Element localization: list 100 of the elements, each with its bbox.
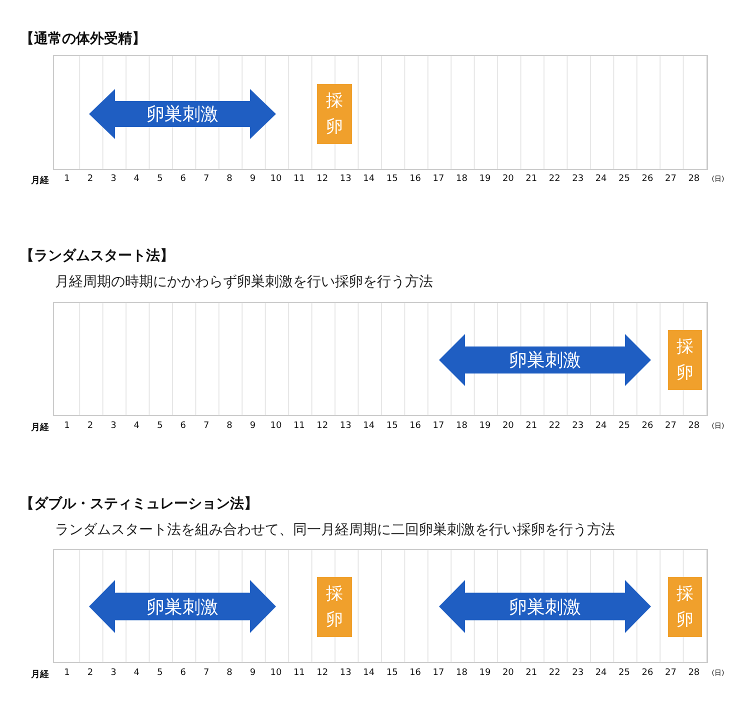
day-label: 8 <box>226 421 232 431</box>
day-label: 17 <box>432 174 444 184</box>
retrieval-box: 採卵 <box>317 84 352 144</box>
day-label: 6 <box>180 668 186 678</box>
day-label: 21 <box>526 668 538 678</box>
double-arrow: 卵巣刺激 <box>89 580 276 633</box>
day-label: 22 <box>548 668 560 678</box>
day-label: 25 <box>618 174 630 184</box>
section-heading: 【ランダムスタート法】 <box>20 247 174 265</box>
day-label: 23 <box>572 421 584 431</box>
day-label: 14 <box>363 421 375 431</box>
day-label: 10 <box>270 421 282 431</box>
day-label: 16 <box>410 668 422 678</box>
day-label: 15 <box>386 421 398 431</box>
day-label: 5 <box>157 421 163 431</box>
day-label: 19 <box>479 174 491 184</box>
axis-title: 月経 <box>31 422 49 434</box>
day-label: 2 <box>87 668 94 678</box>
double-arrow: 卵巣刺激 <box>439 334 651 386</box>
day-label: 17 <box>432 421 444 431</box>
day-label: 7 <box>203 421 210 431</box>
section-heading: 【ダブル・スティミュレーション法】 <box>20 495 258 513</box>
day-label: 20 <box>502 421 514 431</box>
day-label: 7 <box>203 668 210 678</box>
day-label: 18 <box>456 668 468 678</box>
day-label: 28 <box>688 421 700 431</box>
day-label: 3 <box>110 668 116 678</box>
day-label: 26 <box>642 668 654 678</box>
day-label: 5 <box>157 668 163 678</box>
day-label: 12 <box>316 174 328 184</box>
day-label: 13 <box>340 668 352 678</box>
day-label: 20 <box>502 668 514 678</box>
retrieval-box: 採卵 <box>668 330 702 390</box>
day-label: 1 <box>64 668 70 678</box>
day-label: 13 <box>340 421 352 431</box>
day-label: 12 <box>316 668 328 678</box>
day-label: 24 <box>595 174 607 184</box>
day-label: 9 <box>250 668 256 678</box>
day-label: 1 <box>64 174 70 184</box>
day-label: 12 <box>316 421 328 431</box>
day-label: 4 <box>134 174 140 184</box>
day-label: 23 <box>572 174 584 184</box>
day-label: 24 <box>595 421 607 431</box>
retrieval-box: 採卵 <box>668 577 702 637</box>
day-label: 5 <box>157 174 163 184</box>
double-arrow: 卵巣刺激 <box>89 89 276 139</box>
day-label: 6 <box>180 174 186 184</box>
day-label: 8 <box>226 668 232 678</box>
day-label: 17 <box>432 668 444 678</box>
day-label: 4 <box>134 668 140 678</box>
day-label: 14 <box>363 174 375 184</box>
day-label: 26 <box>642 174 654 184</box>
day-label: 21 <box>526 421 538 431</box>
day-label: 25 <box>618 421 630 431</box>
day-label: 13 <box>340 174 352 184</box>
day-label: 15 <box>386 174 398 184</box>
day-label: 20 <box>502 174 514 184</box>
description-text: 月経周期の時期にかかわらず卵巣刺激を行い採卵を行う方法 <box>55 273 433 291</box>
day-label: 9 <box>250 174 256 184</box>
section-heading: 【通常の体外受精】 <box>20 30 146 48</box>
day-label: 22 <box>548 421 560 431</box>
day-label: 16 <box>410 174 422 184</box>
day-label: 22 <box>548 174 560 184</box>
day-label: 26 <box>642 421 654 431</box>
day-label: 9 <box>250 421 256 431</box>
day-label: 4 <box>134 421 140 431</box>
day-label: 6 <box>180 421 186 431</box>
double-arrow: 卵巣刺激 <box>439 580 651 633</box>
day-label: 2 <box>87 421 94 431</box>
day-label: 1 <box>64 421 70 431</box>
day-label: 21 <box>526 174 538 184</box>
day-label: 11 <box>293 421 305 431</box>
day-label: 27 <box>665 421 676 431</box>
day-label: 11 <box>293 668 305 678</box>
description-text: ランダムスタート法を組み合わせて、同一月経周期に二回卵巣刺激を行い採卵を行う方法 <box>55 521 615 539</box>
day-label: 19 <box>479 421 491 431</box>
day-label: 3 <box>110 421 116 431</box>
day-label: 28 <box>688 174 700 184</box>
day-label: 14 <box>363 668 375 678</box>
day-label: 10 <box>270 668 282 678</box>
day-label: 2 <box>87 174 94 184</box>
day-label: 27 <box>665 174 676 184</box>
day-label: 18 <box>456 421 468 431</box>
axis-title: 月経 <box>31 668 49 681</box>
day-label: 11 <box>293 174 305 184</box>
day-label: 3 <box>110 174 116 184</box>
day-label: 8 <box>226 174 232 184</box>
day-label: 16 <box>410 421 422 431</box>
axis-title: 月経 <box>31 174 49 187</box>
day-label: 19 <box>479 668 491 678</box>
day-label: 18 <box>456 174 468 184</box>
day-label: 27 <box>665 668 676 678</box>
day-label: 28 <box>688 668 700 678</box>
day-label: 23 <box>572 668 584 678</box>
day-label: 10 <box>270 174 282 184</box>
day-label: 24 <box>595 668 607 678</box>
day-label: 7 <box>203 174 210 184</box>
day-label: 15 <box>386 668 398 678</box>
day-label: 25 <box>618 668 630 678</box>
retrieval-box: 採卵 <box>317 577 352 637</box>
